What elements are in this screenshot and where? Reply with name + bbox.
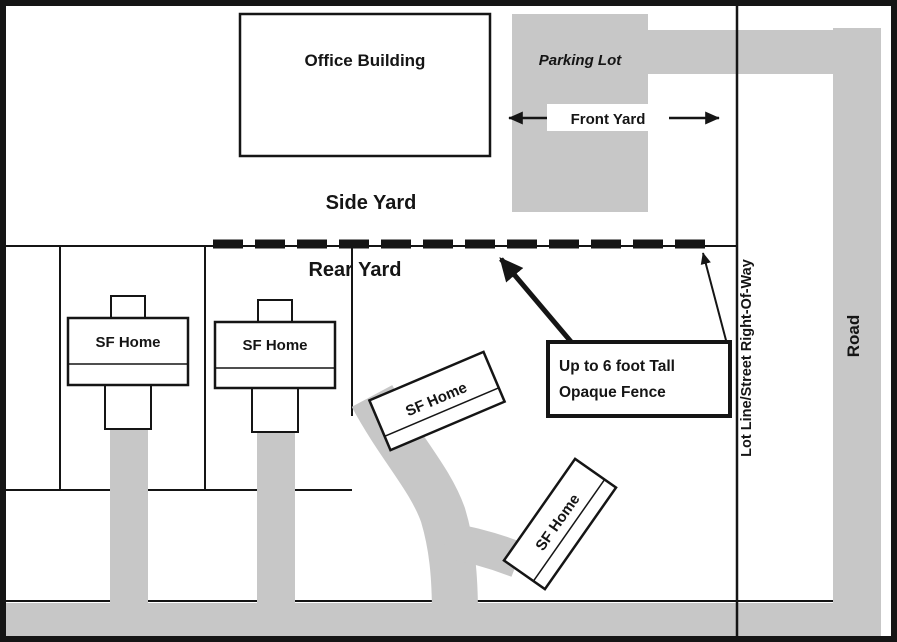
sf-home-1-outline xyxy=(66,316,190,387)
fence-callout-line-thin xyxy=(700,252,728,345)
office-building-label: Office Building xyxy=(305,51,426,70)
sf-home-2: SF Home xyxy=(213,299,337,433)
fence-callout-text-line2: Opaque Fence xyxy=(559,384,666,401)
fence-callout-box xyxy=(546,340,732,418)
sf-home-1-front-stub xyxy=(110,295,146,320)
side-yard-label: Side Yard xyxy=(326,192,417,214)
sf-home-2-outline xyxy=(213,320,337,390)
sf-home-1-garage-stub xyxy=(104,384,152,430)
sf-home-4-outline xyxy=(502,457,618,591)
rear-yard-label: Rear Yard xyxy=(308,259,401,281)
sf-home-2-garage-stub xyxy=(251,387,299,433)
office-building-outline xyxy=(238,12,492,158)
sf-home-2-front-stub xyxy=(257,299,293,324)
road-surface xyxy=(833,28,881,636)
sf-home-3-divider xyxy=(384,387,500,437)
sf-home-3-outline xyxy=(367,350,507,452)
sf-home-4-divider xyxy=(532,479,606,582)
sf-home-3: SF Home xyxy=(367,350,507,452)
fence-callout-arrow-thick xyxy=(499,257,580,352)
fence-callout-text-line1: Up to 6 foot Tall xyxy=(559,358,675,375)
sf-home-1-label: SF Home xyxy=(95,334,160,351)
pavement-layer-driveways xyxy=(110,428,295,604)
front-yard-label: Front Yard xyxy=(571,111,646,128)
driveway-home-1 xyxy=(110,428,148,604)
driveway-home-2 xyxy=(257,430,295,604)
pavement-layer-main xyxy=(6,14,881,636)
sf-home-2-label: SF Home xyxy=(242,337,307,354)
road-label: Road xyxy=(844,315,863,358)
sf-home-1: SF Home xyxy=(66,295,190,430)
parking-lot-label: Parking Lot xyxy=(539,52,623,69)
front-yard-label-backing xyxy=(547,104,669,131)
lot-line-label: Lot Line/Street Right-Of-Way xyxy=(739,259,755,457)
